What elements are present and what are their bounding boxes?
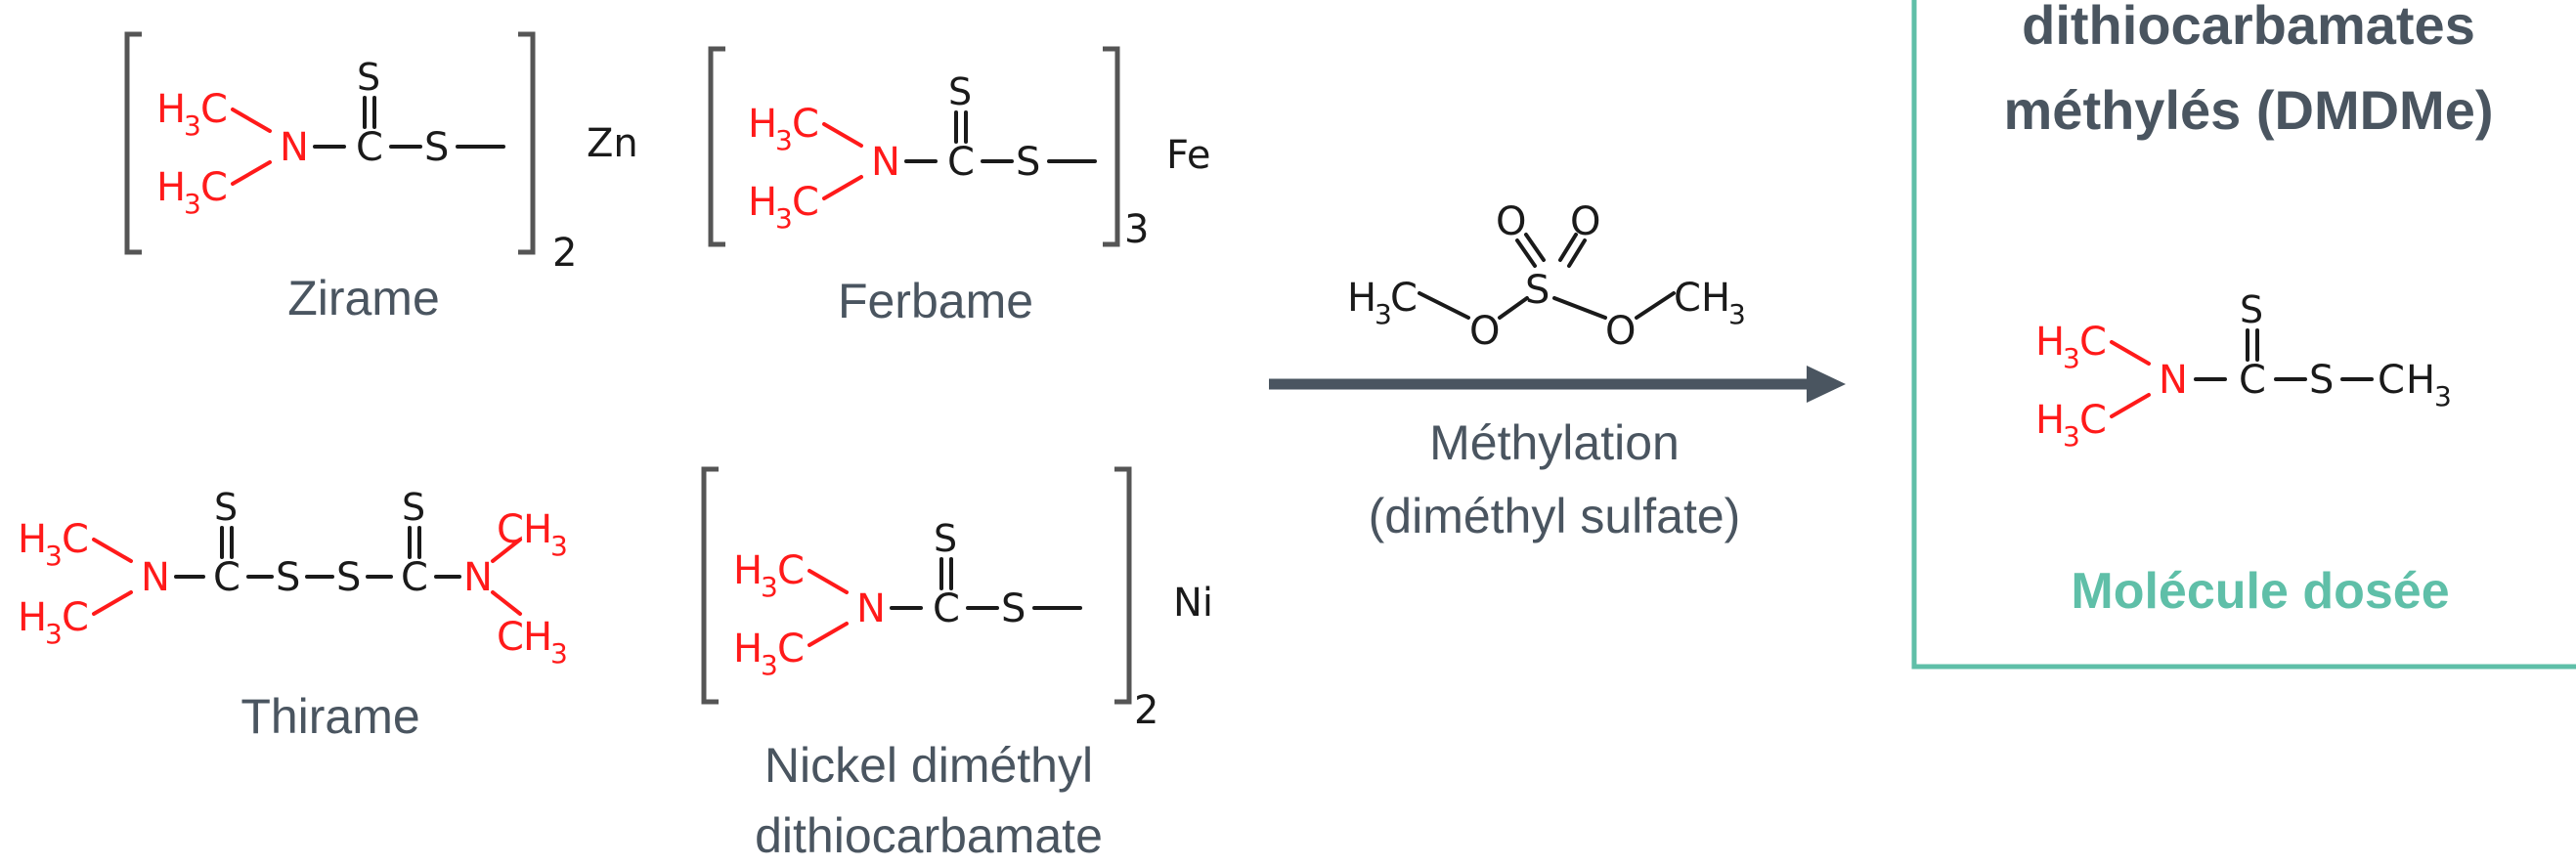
zirame-index: 2 — [552, 231, 577, 276]
svg-text:S: S — [2309, 358, 2334, 403]
svg-text:N: N — [463, 555, 493, 600]
svg-text:O: O — [1605, 309, 1636, 354]
svg-text:C: C — [1674, 276, 1701, 321]
zirame-label: Zirame — [287, 271, 440, 325]
svg-text:S: S — [1525, 268, 1550, 313]
thirame-structure: S S N C H 3 C H 3 Thirame — [16, 484, 568, 744]
zirame-structure: 2 Zn Zirame — [124, 31, 638, 325]
reaction-label-line1: Méthylation — [1429, 415, 1680, 470]
svg-text:3: 3 — [550, 530, 568, 562]
svg-text:O: O — [1496, 199, 1526, 244]
ferbame-index: 3 — [1124, 207, 1149, 252]
svg-text:H: H — [1701, 276, 1730, 321]
ferbame-structure: 3 Fe Ferbame — [708, 46, 1210, 328]
nickel-label-line1: Nickel diméthyl — [764, 738, 1093, 793]
nickel-metal: Ni — [1173, 581, 1213, 626]
product-title-line1: dithiocarbamates — [2022, 0, 2475, 56]
ferbame-metal: Fe — [1166, 133, 1210, 178]
svg-text:3: 3 — [1728, 298, 1746, 330]
svg-text:C: C — [1390, 276, 1418, 321]
svg-text:3: 3 — [2434, 380, 2452, 412]
svg-text:3: 3 — [1375, 298, 1392, 330]
svg-text:O: O — [1570, 199, 1600, 244]
svg-text:C: C — [2378, 358, 2405, 403]
zirame-metal: Zn — [587, 121, 638, 166]
svg-text:H: H — [523, 615, 552, 660]
svg-text:3: 3 — [550, 637, 568, 670]
nickel-structure: 2 Ni Nickel diméthyl dithiocarbamate — [701, 466, 1213, 863]
svg-text:C: C — [497, 615, 524, 660]
svg-text:H: H — [523, 507, 552, 552]
svg-text:S: S — [276, 555, 300, 600]
svg-text:S: S — [336, 555, 361, 600]
dimethyl-sulfate-structure: H 3 C O S O O O C H 3 — [1347, 199, 1746, 354]
reaction-arrow — [1269, 366, 1846, 403]
ferbame-label: Ferbame — [838, 274, 1033, 328]
reaction-label-line2: (diméthyl sulfate) — [1369, 489, 1741, 543]
svg-text:O: O — [1469, 309, 1500, 354]
product-title-line2: méthylés (DMDMe) — [2004, 79, 2494, 141]
nickel-label-line2: dithiocarbamate — [755, 808, 1103, 863]
svg-text:H: H — [2406, 358, 2435, 403]
product-box: dithiocarbamates méthylés (DMDMe) S C H … — [1911, 0, 2576, 670]
svg-text:H: H — [1347, 276, 1376, 321]
product-caption: Molécule dosée — [2071, 563, 2449, 620]
nickel-index: 2 — [1134, 688, 1158, 733]
thirame-label: Thirame — [240, 689, 419, 744]
dmdme-structure: S C H 3 — [2033, 286, 2452, 455]
svg-text:C: C — [497, 507, 524, 552]
